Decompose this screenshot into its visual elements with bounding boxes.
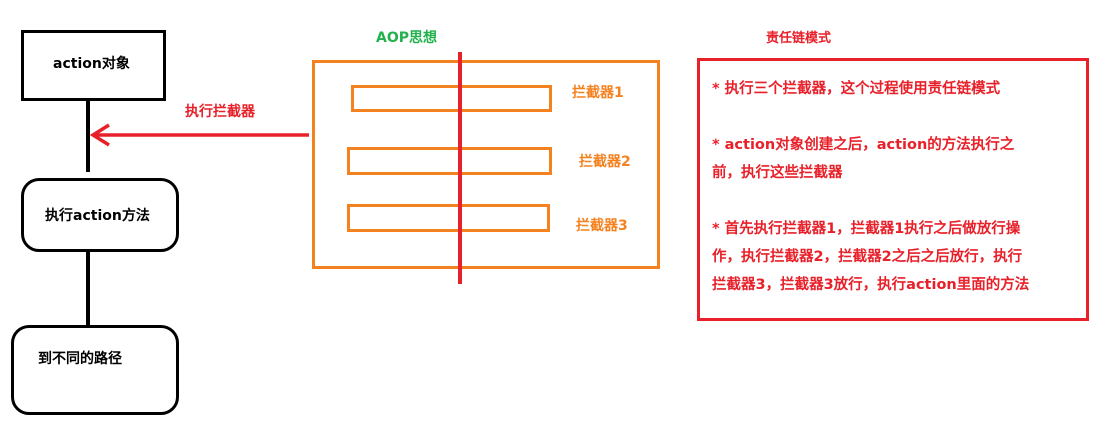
- connector-line: [86, 250, 90, 328]
- aop-title: AOP思想: [376, 30, 437, 46]
- flow-diagram: action对象 执行action方法 到不同的路径: [0, 0, 260, 430]
- action-object-box: [21, 30, 166, 101]
- aop-divider-line: [458, 52, 462, 284]
- chain-line-4: * 首先执行拦截器1，拦截器1执行之后做放行操: [712, 221, 1021, 237]
- arrow-label: 执行拦截器: [185, 104, 255, 120]
- action-object-label: action对象: [53, 56, 130, 72]
- arrow: [89, 123, 309, 147]
- interceptor-label-2: 拦截器2: [579, 154, 631, 170]
- route-label: 到不同的路径: [38, 351, 122, 367]
- chain-line-6: 拦截器3，拦截器3放行，执行action里面的方法: [712, 277, 1030, 293]
- interceptor-label-3: 拦截器3: [576, 218, 628, 234]
- chain-title: 责任链模式: [766, 31, 832, 46]
- chain-line-3: 前，执行这些拦截器: [712, 165, 843, 181]
- interceptor-bar-1: [351, 85, 552, 112]
- interceptor-bar-2: [347, 147, 552, 175]
- chain-line-1: * 执行三个拦截器，这个过程使用责任链模式: [712, 81, 1001, 97]
- interceptor-label-1: 拦截器1: [572, 85, 624, 101]
- route-box: [11, 325, 179, 415]
- chain-frame: [697, 58, 1089, 321]
- aop-frame: [312, 60, 660, 269]
- connector-line: [86, 100, 90, 172]
- chain-line-2: * action对象创建之后，action的方法执行之: [712, 137, 1015, 153]
- execute-method-box: [21, 178, 179, 252]
- execute-method-label: 执行action方法: [45, 208, 150, 224]
- chain-line-5: 作，执行拦截器2，拦截器2之后之后放行，执行: [712, 249, 1023, 265]
- interceptor-bar-3: [347, 204, 550, 232]
